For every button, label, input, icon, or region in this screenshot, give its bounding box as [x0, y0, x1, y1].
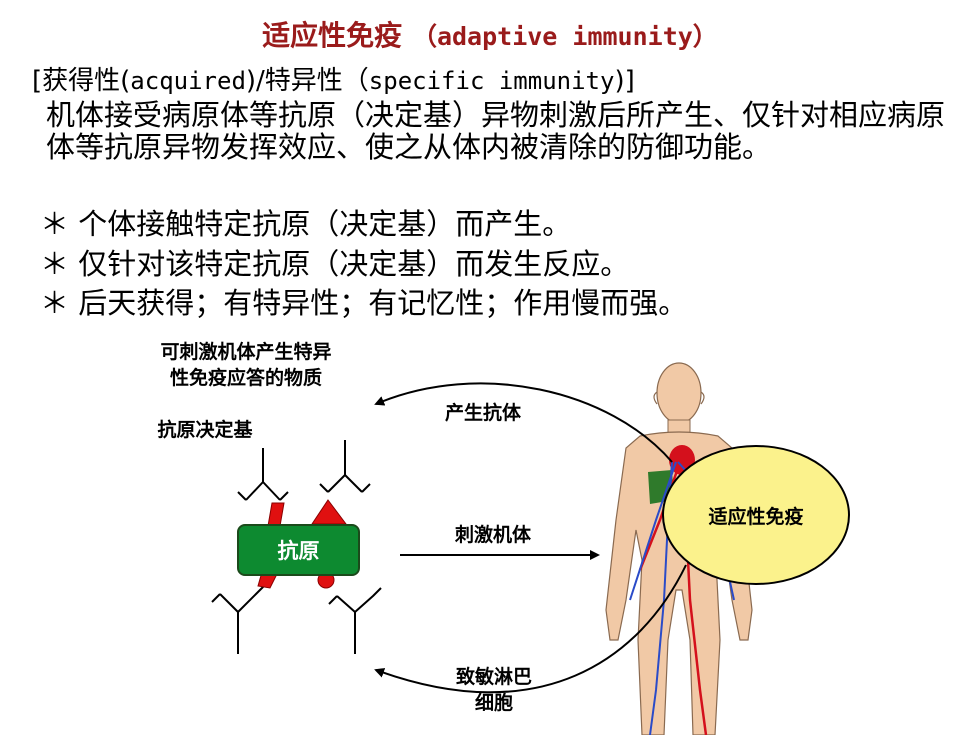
subtitle-prefix: [获得性( — [32, 66, 131, 96]
produce-antibody-label: 产生抗体 — [444, 402, 521, 424]
subtitle-suffix: )] — [614, 66, 635, 96]
bullet-item-3: ＊ 后天获得；有特异性；有记忆性；作用慢而强。 — [40, 286, 688, 320]
subtitle: [获得性(acquired)/特异性（specific immunity)] — [32, 60, 635, 97]
antigen-box: 抗原 — [237, 524, 360, 576]
title-cn: 适应性免疫 — [262, 19, 403, 52]
antigen-description-line1: 可刺激机体产生特异 — [160, 341, 332, 363]
bullet-item-2: ＊ 仅针对该特定抗原（决定基）而发生反应。 — [40, 247, 630, 281]
epitope-top-right — [311, 499, 347, 525]
adaptive-immunity-label: 适应性免疫 — [708, 505, 804, 528]
definition-text: 机体接受病原体等抗原（决定基）异物刺激后所产生、仅针对相应病原体等抗原异物发挥效… — [46, 98, 946, 164]
epitopes — [257, 499, 347, 589]
body-head — [656, 362, 702, 424]
subtitle-acquired: acquired — [130, 67, 246, 95]
adaptive-immunity-ellipse: 适应性免疫 — [662, 445, 850, 585]
subtitle-middle: )/特异性（ — [245, 66, 369, 96]
antibody-top-right — [319, 440, 371, 493]
antibody-top-left — [237, 448, 289, 501]
antibody-bottom-right — [328, 587, 382, 654]
arrow-sensitized-lymphocyte — [374, 564, 687, 694]
antigen-label: 抗原 — [277, 539, 320, 563]
sensitized-line2: 细胞 — [474, 692, 513, 714]
sensitized-line1: 致敏淋巴 — [455, 666, 532, 688]
epitope-top-left — [267, 502, 285, 527]
epitope-label: 抗原决定基 — [157, 419, 253, 441]
antigen-description: 可刺激机体产生特异 性免疫应答的物质 — [128, 339, 364, 391]
antibody-bottom-left — [211, 585, 265, 654]
antigen-description-line2: 性免疫应答的物质 — [169, 367, 322, 389]
sensitized-lymphocyte-label: 致敏淋巴 细胞 — [434, 664, 554, 716]
arrow-produce-antibody — [374, 382, 673, 463]
stimulate-body-label: 刺激机体 — [454, 524, 531, 546]
title-en: （adaptive immunity） — [411, 22, 718, 51]
body-head-ears — [653, 391, 705, 405]
bullet-item-1: ＊ 个体接触特定抗原（决定基）而产生。 — [40, 207, 572, 241]
subtitle-specific: specific immunity — [368, 67, 615, 95]
page-title: 适应性免疫 （adaptive immunity） — [0, 14, 980, 54]
